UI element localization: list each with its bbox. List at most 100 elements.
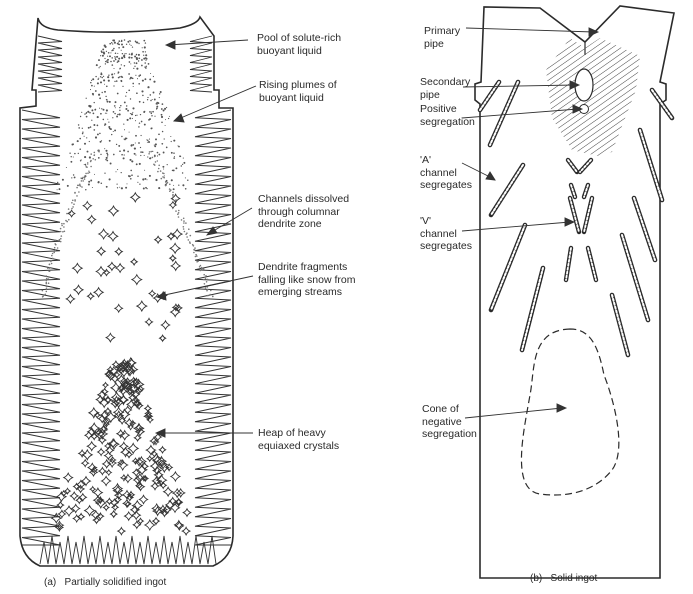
stipple-dot: [132, 144, 134, 146]
stipple-dot: [153, 76, 154, 77]
stipple-dot: [159, 93, 160, 94]
channel-dot: [199, 258, 201, 260]
stipple-dot: [97, 116, 99, 118]
stipple-dot: [90, 126, 92, 128]
stipple-dot: [119, 76, 120, 77]
caption-a: (a) Partially solidified ingot: [44, 577, 166, 588]
stipple-dot: [98, 59, 100, 61]
stipple-dot: [127, 110, 129, 112]
stipple-dot: [105, 96, 106, 97]
crystal: [99, 468, 106, 475]
stipple-dot: [106, 157, 108, 159]
stipple-dot: [88, 105, 90, 107]
stipple-dot: [106, 85, 108, 87]
channel-dot: [188, 239, 190, 241]
stipple-dot: [116, 116, 118, 118]
stipple-dot: [171, 152, 173, 154]
stipple-dot: [78, 153, 79, 154]
stipple-dot: [113, 60, 115, 62]
stipple-dot: [125, 187, 127, 189]
stipple-dot: [136, 92, 138, 94]
stipple-dot: [78, 127, 80, 129]
label-plumes: Rising plumes of buoyant liquid: [259, 79, 337, 104]
stipple-dot: [82, 128, 83, 129]
stipple-dot: [88, 183, 90, 185]
crystal: [131, 193, 140, 202]
channel-dot: [178, 210, 180, 212]
stipple-dot: [86, 116, 88, 118]
channel-dot: [85, 166, 87, 168]
stipple-dot: [158, 154, 160, 156]
stipple-dot: [106, 113, 107, 114]
stipple-dot: [119, 110, 120, 111]
channel-dot: [82, 180, 84, 182]
stipple-dot: [136, 163, 138, 165]
channel-dot: [205, 275, 207, 277]
stipple-dot: [183, 158, 184, 159]
stipple-dot: [187, 180, 188, 181]
channel-dot: [87, 172, 89, 174]
channel-dot: [71, 208, 73, 210]
crystal: [96, 267, 106, 277]
stipple-dot: [59, 188, 61, 190]
stipple-dot: [93, 124, 95, 126]
stipple-dot: [101, 50, 103, 52]
stipple-dot: [151, 115, 153, 117]
crystal: [83, 202, 91, 210]
crystal: [125, 512, 133, 520]
stipple-dot: [109, 140, 111, 142]
stipple-dot: [92, 78, 94, 80]
stipple-dot: [139, 101, 141, 103]
label-pool: Pool of solute-rich buoyant liquid: [257, 32, 341, 57]
stipple-dot: [166, 180, 168, 182]
stipple-dot: [130, 40, 131, 41]
stipple-dot: [70, 161, 72, 163]
channel-dot: [172, 192, 174, 194]
channel-dot: [199, 266, 201, 268]
channel-dot: [50, 261, 52, 263]
stipple-dot: [144, 46, 146, 48]
stipple-dot: [100, 73, 102, 75]
stipple-dot: [142, 95, 144, 97]
channel-dot: [59, 239, 61, 241]
channel-dot: [81, 186, 83, 188]
stipple-dot: [115, 171, 116, 172]
stipple-dot: [171, 179, 173, 181]
stipple-dot: [109, 101, 111, 103]
stipple-dot: [117, 169, 118, 170]
channel-dot: [193, 252, 195, 254]
channel-dot: [62, 231, 64, 233]
stipple-dot: [134, 66, 135, 67]
stipple-dot: [144, 155, 145, 156]
stipple-dot: [81, 112, 82, 113]
stipple-dot: [173, 140, 175, 142]
stipple-dot: [142, 80, 144, 82]
stipple-dot: [143, 111, 145, 113]
crystal: [115, 248, 122, 255]
stipple-dot: [103, 119, 105, 121]
stipple-dot: [178, 146, 180, 148]
stipple-dot: [161, 122, 163, 124]
channel-dot: [200, 270, 202, 272]
channel-dot: [61, 223, 63, 225]
stipple-dot: [127, 41, 129, 43]
channel-dot: [90, 166, 92, 168]
stipple-dot: [137, 78, 138, 79]
stipple-dot: [100, 55, 101, 56]
channel-dot: [207, 286, 209, 288]
stipple-dot: [130, 178, 132, 180]
stipple-dot: [136, 68, 138, 70]
stipple-dot: [112, 74, 113, 75]
stipple-dot: [160, 91, 162, 93]
stipple-dot: [185, 188, 187, 190]
stipple-dot: [110, 61, 112, 63]
stipple-dot: [99, 97, 101, 99]
stipple-dot: [104, 173, 105, 174]
channel-dot: [186, 236, 188, 238]
stipple-dot: [157, 155, 158, 156]
crystal: [111, 511, 117, 517]
stipple-dot: [125, 95, 126, 96]
stipple-dot: [131, 53, 132, 54]
crystal: [103, 505, 108, 510]
channel-dot: [63, 226, 65, 228]
